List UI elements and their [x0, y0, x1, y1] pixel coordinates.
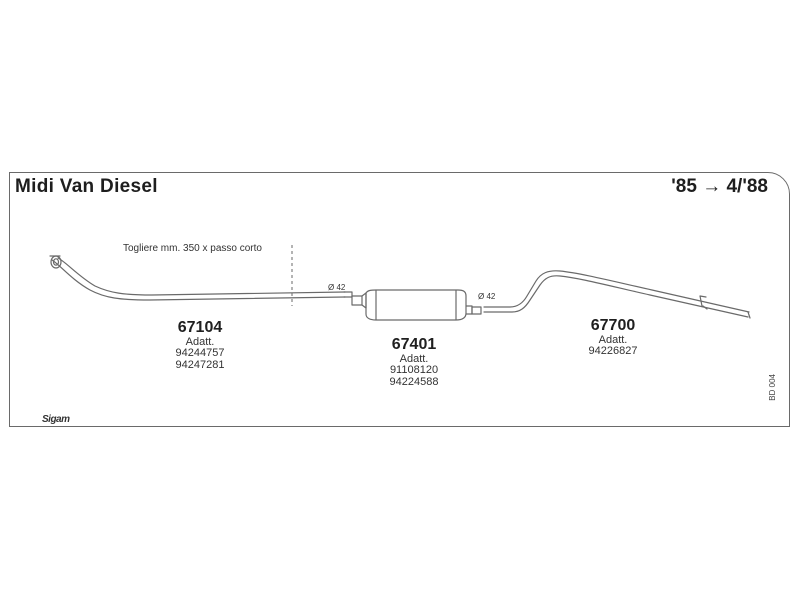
- rear-pipe-67700: [483, 270, 751, 319]
- part-ref: 94224588: [389, 375, 439, 388]
- diameter-label-right: Ø 42: [478, 292, 496, 301]
- hanger-bracket: [699, 295, 707, 307]
- part-ref: 91108120: [389, 364, 439, 377]
- part-ref: 94244757: [175, 347, 225, 360]
- brand-logo: Sigam: [42, 414, 70, 425]
- part-subtitle: Adatt.: [185, 335, 215, 348]
- part-ref: 94226827: [588, 345, 638, 358]
- part-subtitle: Adatt.: [598, 333, 628, 346]
- part-code: 67401: [391, 336, 437, 353]
- diagram-code: BD 004: [768, 374, 777, 401]
- part-label-67104: 67104 Adatt. 94244757 94247281: [150, 319, 250, 371]
- part-ref: 94247281: [175, 358, 225, 371]
- cut-note: Togliere mm. 350 x passo corto: [123, 243, 262, 254]
- part-code: 67104: [177, 319, 223, 336]
- middle-silencer-67401: [351, 289, 482, 321]
- front-flange: [50, 255, 62, 269]
- page-title: Midi Van Diesel: [15, 176, 158, 197]
- part-label-67401: 67401 Adatt. 91108120 94224588: [364, 336, 464, 388]
- date-range: '85 → 4/'88: [671, 176, 768, 197]
- part-code: 67700: [590, 317, 636, 334]
- part-subtitle: Adatt.: [399, 352, 429, 365]
- front-pipe-67104: [49, 255, 353, 301]
- diameter-label-left: Ø 42: [328, 283, 346, 292]
- part-label-67700: 67700 Adatt. 94226827: [563, 317, 663, 358]
